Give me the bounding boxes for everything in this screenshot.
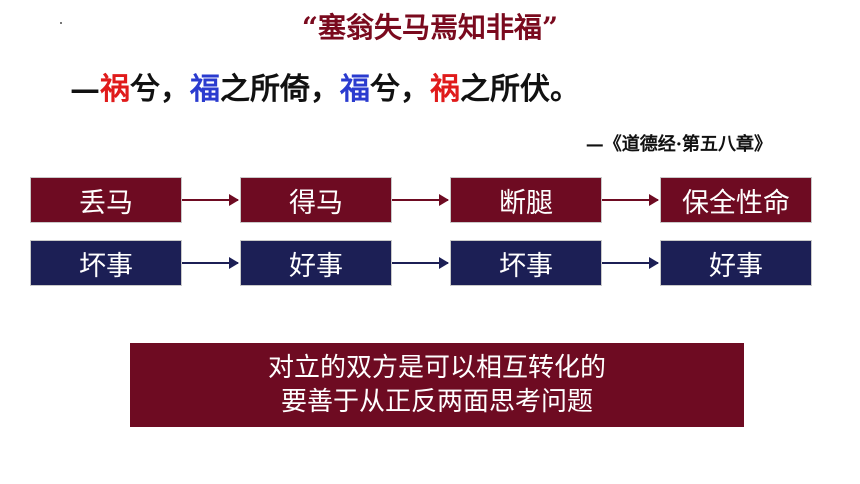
quote-huo-2: 祸 [430,72,460,107]
arrow-right-icon [392,257,449,269]
quote-text-1: 兮， [130,72,190,107]
judgement-box-3: 坏事 [450,240,602,286]
daodejing-quote: —祸兮，福之所倚，福兮，祸之所伏。 [70,64,580,108]
arrow-right-icon [182,194,239,206]
quote-text-3: 兮， [370,72,430,107]
quote-text-2: 之所倚， [220,72,340,107]
slide-title: “塞翁失马焉知非福” [301,11,559,44]
quote-text-4: 之所伏。 [460,72,580,107]
quote-huo-1: 祸 [100,72,130,107]
conclusion-line-1: 对立的双方是可以相互转化的 [267,353,606,383]
event-box-1: 丢马 [30,177,182,223]
judgement-box-4: 好事 [660,240,812,286]
quote-source: —《道德经·第五八章》 [585,134,772,155]
arrow-right-icon [602,194,659,206]
event-box-2: 得马 [240,177,392,223]
arrow-right-icon [602,257,659,269]
conclusion-line-2: 要善于从正反两面思考问题 [280,387,593,417]
arrow-right-icon [182,257,239,269]
judgement-box-1: 坏事 [30,240,182,286]
event-box-3: 断腿 [450,177,602,223]
speck [60,22,62,24]
quote-fu-2: 福 [340,72,370,107]
quote-dash: — [70,72,100,107]
conclusion-box: 对立的双方是可以相互转化的 要善于从正反两面思考问题 [130,343,744,427]
judgement-box-2: 好事 [240,240,392,286]
quote-fu-1: 福 [190,72,220,107]
arrow-right-icon [392,194,449,206]
event-box-4: 保全性命 [660,177,812,223]
